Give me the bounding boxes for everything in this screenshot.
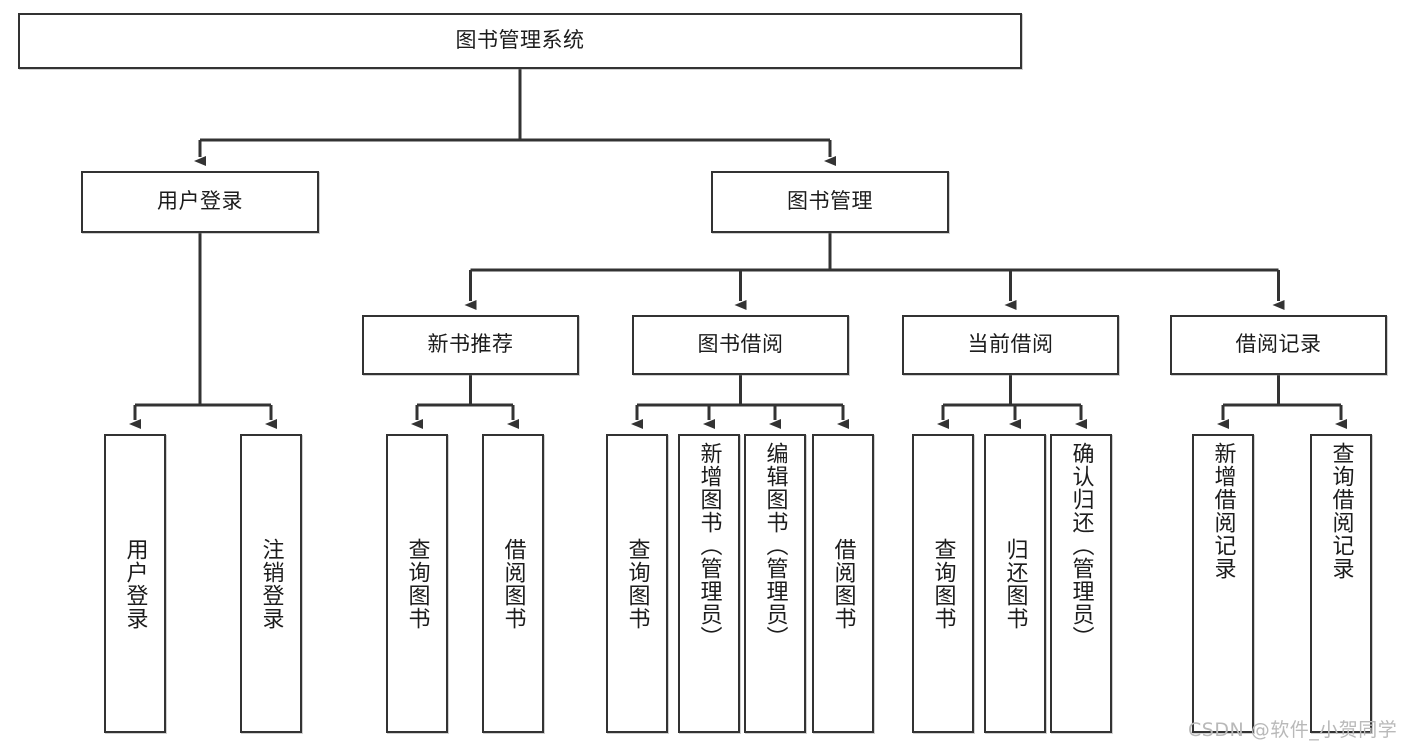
node-new-book-rec-label: 新书推荐 <box>427 332 514 357</box>
node-leaf-borrow-book-1[interactable]: 借阅图书 <box>482 434 544 733</box>
node-borrow-record[interactable]: 借阅记录 <box>1170 315 1387 375</box>
node-leaf-query-book-1-label: 查询图书 <box>404 537 430 630</box>
node-leaf-user-login-label: 用户登录 <box>122 537 148 630</box>
node-leaf-borrow-book-2-label: 借阅图书 <box>830 537 856 630</box>
node-leaf-user-logout-label: 注销登录 <box>258 537 284 630</box>
node-leaf-borrow-book-1-label: 借阅图书 <box>500 537 526 630</box>
node-new-book-rec[interactable]: 新书推荐 <box>362 315 579 375</box>
node-leaf-query-record[interactable]: 查询借阅记录 <box>1310 434 1372 733</box>
node-current-borrow[interactable]: 当前借阅 <box>902 315 1119 375</box>
node-leaf-query-book-3[interactable]: 查询图书 <box>912 434 974 733</box>
node-leaf-add-book[interactable]: 新增图书（管理员） <box>678 434 740 733</box>
node-leaf-return-book[interactable]: 归还图书 <box>984 434 1046 733</box>
node-leaf-edit-book[interactable]: 编辑图书（管理员） <box>744 434 806 733</box>
node-leaf-query-record-label: 查询借阅记录 <box>1328 442 1354 580</box>
node-leaf-query-book-1[interactable]: 查询图书 <box>386 434 448 733</box>
node-book-manage-label: 图书管理 <box>787 189 873 214</box>
node-borrow-record-label: 借阅记录 <box>1235 332 1322 357</box>
node-book-manage[interactable]: 图书管理 <box>711 171 949 233</box>
node-root[interactable]: 图书管理系统 <box>18 13 1022 69</box>
node-leaf-query-book-3-label: 查询图书 <box>930 537 956 630</box>
node-leaf-confirm-return[interactable]: 确认归还（管理员） <box>1050 434 1112 733</box>
node-book-borrow-label: 图书借阅 <box>697 332 784 357</box>
node-leaf-confirm-return-label: 确认归还（管理员） <box>1068 442 1094 649</box>
node-root-label: 图书管理系统 <box>455 28 585 53</box>
node-leaf-return-book-label: 归还图书 <box>1002 537 1028 630</box>
node-leaf-add-record[interactable]: 新增借阅记录 <box>1192 434 1254 733</box>
node-leaf-user-logout[interactable]: 注销登录 <box>240 434 302 733</box>
node-leaf-edit-book-label: 编辑图书（管理员） <box>762 442 788 649</box>
node-leaf-query-book-2-label: 查询图书 <box>624 537 650 630</box>
node-leaf-query-book-2[interactable]: 查询图书 <box>606 434 668 733</box>
node-leaf-user-login[interactable]: 用户登录 <box>104 434 166 733</box>
node-user-login-label: 用户登录 <box>157 189 243 214</box>
node-user-login[interactable]: 用户登录 <box>81 171 319 233</box>
node-leaf-add-record-label: 新增借阅记录 <box>1210 442 1236 580</box>
node-leaf-add-book-label: 新增图书（管理员） <box>696 442 722 649</box>
node-leaf-borrow-book-2[interactable]: 借阅图书 <box>812 434 874 733</box>
node-book-borrow[interactable]: 图书借阅 <box>632 315 849 375</box>
node-current-borrow-label: 当前借阅 <box>967 332 1054 357</box>
watermark-text: CSDN @软件_小贺同学 <box>1188 719 1398 741</box>
